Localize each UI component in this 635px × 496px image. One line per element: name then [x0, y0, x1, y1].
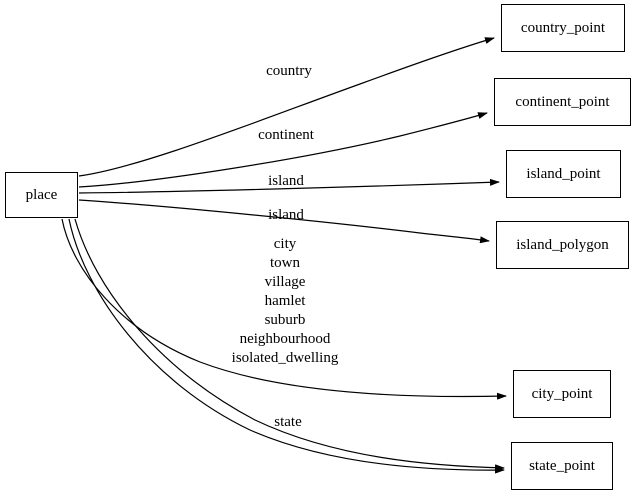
node-continent_point[interactable]: continent_point: [494, 78, 631, 126]
edge-label-place-to-city_point: city town village hamlet suburb neighbourhood…: [232, 235, 339, 368]
edge-label-place-to-island_point: island: [268, 172, 304, 191]
node-island_point[interactable]: island_point: [506, 150, 621, 198]
edge-place-state_point: [68, 218, 505, 474]
edge-place-extra: [74, 218, 505, 472]
edge-label-line: suburb: [264, 312, 306, 328]
edge-path-group: [61, 37, 507, 474]
node-label: country_point: [520, 19, 606, 36]
edge-label-line: state: [274, 414, 302, 430]
edge-place-continent_point: [78, 112, 488, 188]
edge-label-place-to-continent_point: continent: [258, 126, 314, 145]
edge-label-place-to-island_polygon: island: [268, 206, 304, 225]
node-label: continent_point: [515, 93, 610, 110]
node-island_polygon[interactable]: island_polygon: [496, 221, 629, 269]
node-label: city_point: [531, 385, 593, 402]
node-country_point[interactable]: country_point: [501, 4, 625, 52]
edge-label-line: country: [266, 63, 312, 79]
edge-place-country_point: [78, 37, 495, 177]
edge-label-line: neighbourhood: [239, 331, 331, 347]
edge-label-line: island: [268, 207, 304, 223]
edge-place-island_polygon: [78, 199, 490, 244]
edge-label-line: island: [268, 173, 304, 189]
node-city_point[interactable]: city_point: [513, 370, 611, 418]
edge-place-city_point: [61, 218, 507, 400]
node-label: island_polygon: [516, 236, 609, 253]
edge-place-island_point: [78, 178, 500, 194]
edge-label-line: hamlet: [264, 293, 306, 309]
node-label: place: [25, 186, 58, 203]
edge-label-line: isolated_dwelling: [231, 350, 339, 366]
node-place[interactable]: place: [5, 172, 78, 218]
edge-label-line: continent: [258, 127, 314, 143]
edge-label-line: city: [273, 236, 297, 252]
node-state_point[interactable]: state_point: [511, 442, 613, 490]
edge-label-line: town: [270, 255, 300, 271]
node-label: island_point: [526, 165, 601, 182]
edge-label-place-to-country_point: country: [266, 62, 312, 81]
node-label: state_point: [529, 457, 595, 474]
edge-label-line: village: [264, 274, 306, 290]
edge-label-place-to-state_point: state: [274, 413, 302, 432]
